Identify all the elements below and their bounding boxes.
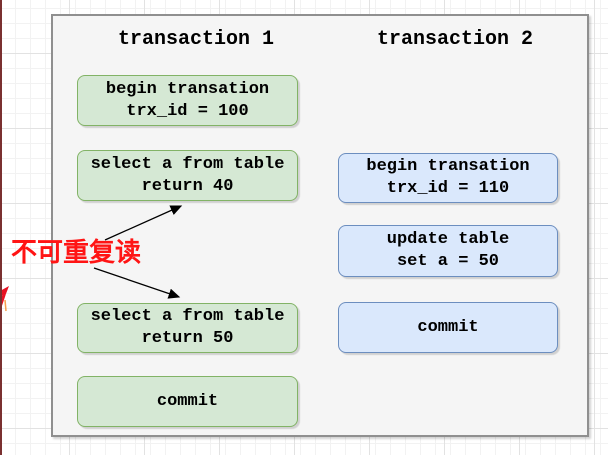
box-line: select a from table (90, 307, 285, 326)
column-title-transaction-1: transaction 1 (118, 28, 275, 51)
box-t1-commit: commit (77, 376, 298, 427)
box-line: set a = 50 (396, 252, 500, 271)
box-line: commit (417, 317, 479, 337)
box-line: select a from table (90, 154, 285, 174)
box-t2-begin-transaction: begin transation trx_id = 110 (338, 153, 558, 203)
box-t2-update-table: update table set a = 50 (338, 225, 558, 277)
screen-left-edge-line (0, 0, 2, 455)
box-line: update table (386, 230, 510, 249)
box-t1-begin-transaction: begin transation trx_id = 100 (77, 75, 298, 126)
box-line: return 40 (141, 176, 234, 196)
box-line: return 50 (141, 329, 234, 348)
box-line: begin transation (105, 79, 270, 99)
box-line: trx_id = 100 (126, 101, 249, 121)
box-t1-select-return-50: select a from table return 50 (77, 303, 298, 353)
column-title-transaction-2: transaction 2 (377, 28, 534, 51)
box-line: begin transation (366, 157, 530, 176)
box-t2-commit: commit (338, 302, 558, 353)
box-t1-select-return-40: select a from table return 40 (77, 150, 298, 201)
box-line: trx_id = 110 (386, 179, 510, 198)
box-line: commit (156, 391, 219, 411)
non-repeatable-read-label: 不可重复读 (11, 237, 142, 267)
